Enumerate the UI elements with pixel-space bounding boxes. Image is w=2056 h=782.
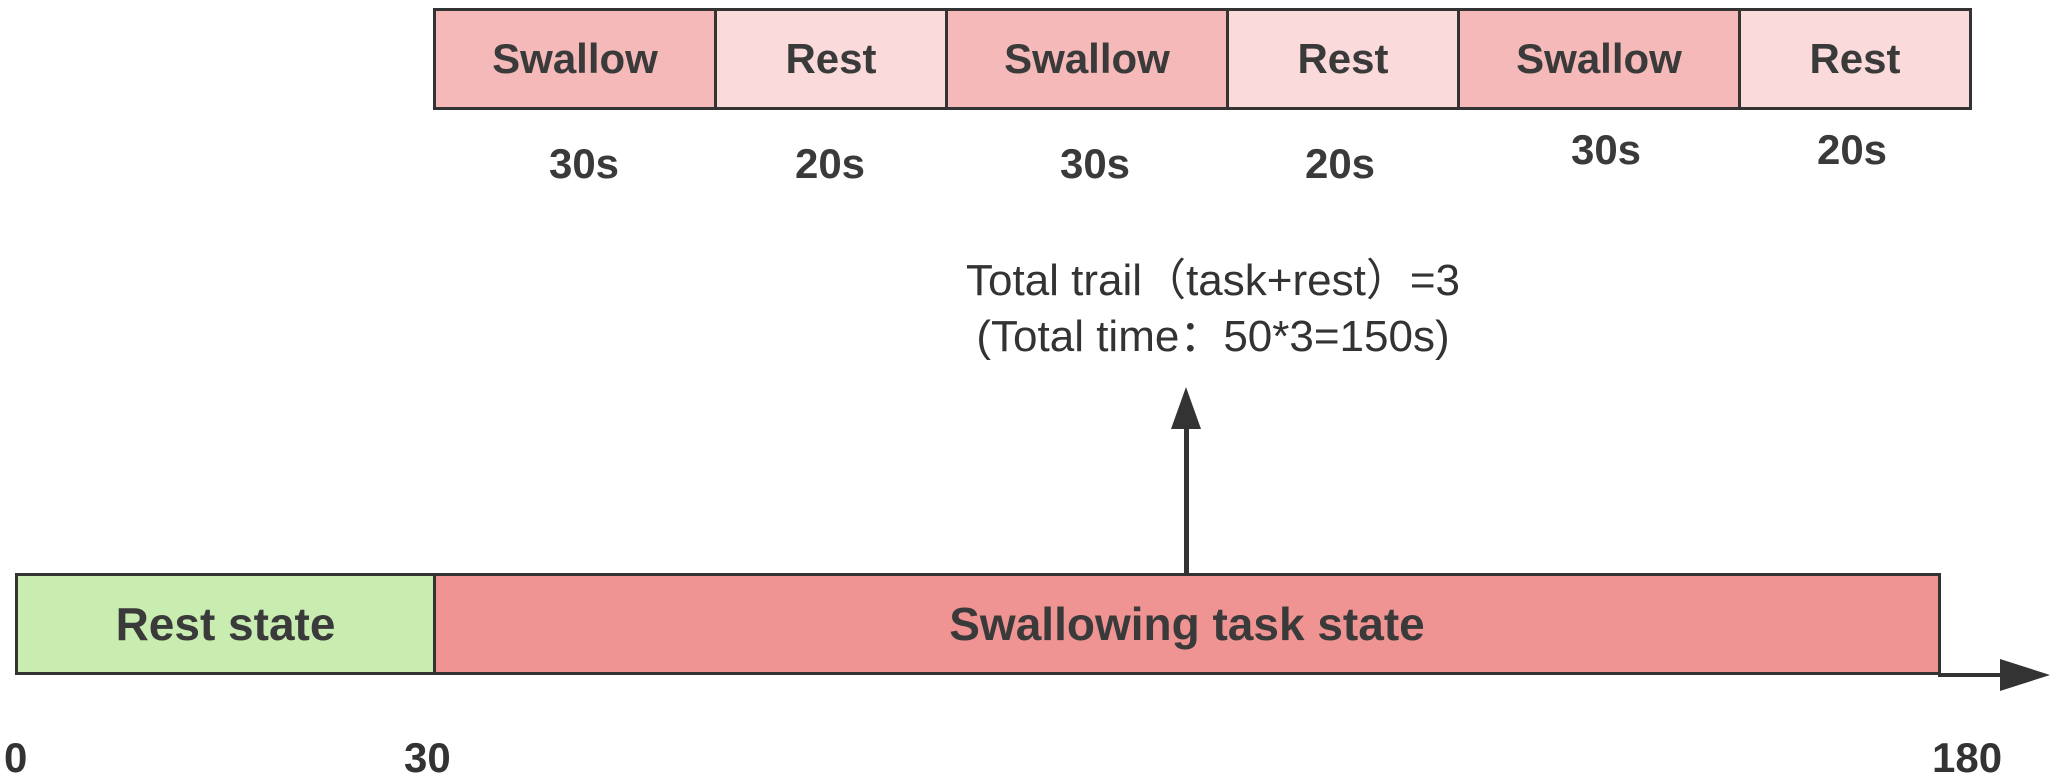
tick-label: 0: [4, 734, 28, 781]
duration-label: 30s: [1570, 126, 1642, 173]
task-state-bar: Swallowing task state: [433, 573, 1941, 675]
block-swallow-2: Swallow: [945, 8, 1229, 110]
up-arrow-icon: [1171, 387, 1201, 429]
axis-arrow-icon: [2000, 659, 2050, 691]
duration-label: 20s: [1304, 140, 1376, 187]
rest-state-label: Rest state: [115, 598, 336, 650]
block-rest-1: Rest: [714, 8, 948, 110]
block-rest-2: Rest: [1226, 8, 1460, 110]
arrow-shaft: [1184, 425, 1189, 575]
block-rest-3: Rest: [1738, 8, 1972, 110]
time-axis-line: [1938, 673, 2006, 677]
tick-label: 180: [1932, 734, 2003, 781]
block-swallow-3: Swallow: [1457, 8, 1741, 110]
duration-label: 20s: [1816, 126, 1888, 173]
task-state-label: Swallowing task state: [949, 598, 1425, 650]
duration-label: 20s: [794, 140, 866, 187]
tick-label: 30: [404, 734, 451, 781]
block-swallow-1: Swallow: [433, 8, 717, 110]
duration-label: 30s: [1059, 140, 1131, 187]
duration-label: 30s: [548, 140, 620, 187]
total-trial-note: Total trail（task+rest）=3: [966, 256, 1460, 305]
trial-blocks: Swallow Rest Swallow Rest Swallow Rest: [433, 8, 1972, 110]
rest-state-bar: Rest state: [15, 573, 436, 675]
total-time-note: (Total time：50*3=150s): [976, 312, 1450, 361]
